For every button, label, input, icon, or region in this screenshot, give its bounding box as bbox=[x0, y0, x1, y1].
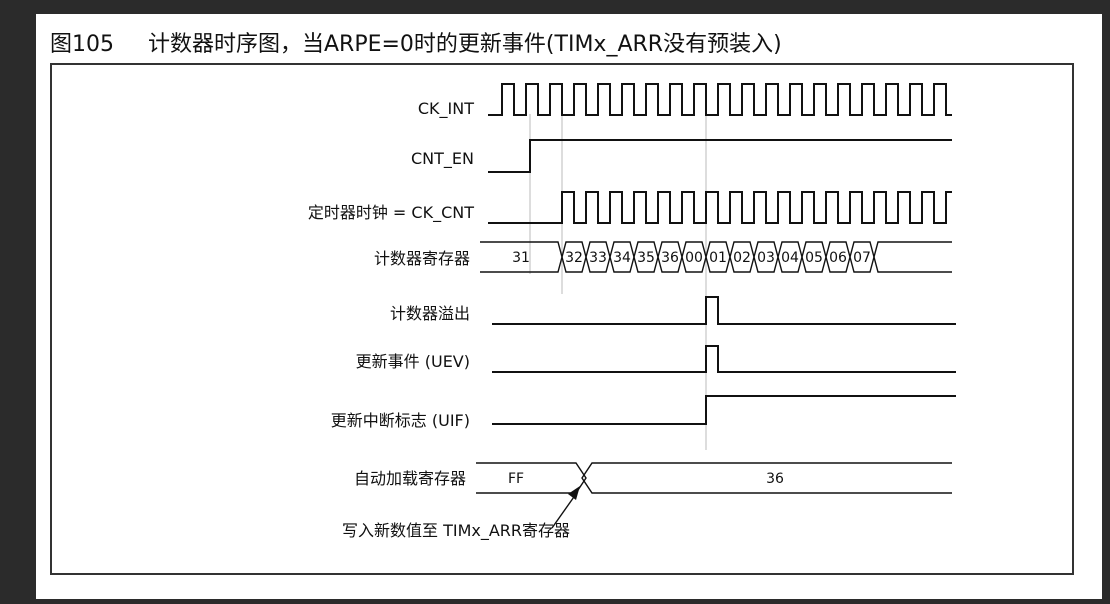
counter-value: 01 bbox=[709, 250, 727, 266]
counter-value: 31 bbox=[512, 250, 530, 266]
signal-label-ck-int: CK_INT bbox=[418, 99, 474, 119]
counter-value: 03 bbox=[757, 250, 775, 266]
figure-number: 图105 bbox=[50, 32, 114, 57]
auto-reload-value-36: 36 bbox=[766, 471, 784, 487]
counter-value: 07 bbox=[853, 250, 871, 266]
signal-label-update-event: 更新事件 (UEV) bbox=[356, 352, 470, 371]
annotation-write-arr: 写入新数值至 TIMx_ARR寄存器 bbox=[342, 521, 570, 541]
auto-reload-register-bus: FF 36 bbox=[476, 462, 952, 494]
counter-cell-partial bbox=[873, 241, 952, 273]
counter-value: 33 bbox=[589, 250, 607, 266]
counter-value: 34 bbox=[613, 250, 631, 266]
counter-value: 32 bbox=[565, 250, 583, 266]
counter-value: 36 bbox=[661, 250, 679, 266]
waveform-update-interrupt-flag bbox=[492, 395, 956, 425]
auto-reload-cell-ff bbox=[476, 462, 587, 494]
signal-label-counter-register: 计数器寄存器 bbox=[374, 249, 470, 268]
signal-label-counter-overflow: 计数器溢出 bbox=[390, 304, 470, 323]
signal-label-ck-cnt: 定时器时钟 = CK_CNT bbox=[308, 203, 474, 223]
auto-reload-cell-36 bbox=[581, 462, 952, 494]
annotation-arrow-head bbox=[568, 486, 580, 500]
waveform-update-event bbox=[492, 345, 956, 373]
signal-label-update-interrupt-flag: 更新中断标志 (UIF) bbox=[331, 411, 470, 430]
figure-caption: 计数器时序图，当ARPE=0时的更新事件(TIMx_ARR没有预装入) bbox=[148, 32, 782, 57]
top-strip bbox=[0, 0, 1110, 14]
auto-reload-value-ff: FF bbox=[508, 471, 524, 487]
figure-title: 图105 计数器时序图，当ARPE=0时的更新事件(TIMx_ARR没有预装入) bbox=[50, 26, 782, 58]
signal-label-auto-reload-register: 自动加载寄存器 bbox=[354, 469, 466, 488]
counter-value: 00 bbox=[685, 250, 703, 266]
waveform-cnt-en bbox=[488, 139, 952, 173]
counter-value: 02 bbox=[733, 250, 751, 266]
timing-diagram-frame bbox=[50, 63, 1074, 575]
counter-value: 04 bbox=[781, 250, 799, 266]
counter-value: 35 bbox=[637, 250, 655, 266]
waveform-ck-cnt bbox=[488, 191, 952, 224]
counter-value: 05 bbox=[805, 250, 823, 266]
counter-register-bus: 31 32 33 34 35 36 00 01 02 03 04 05 06 07 bbox=[480, 241, 952, 273]
waveform-ck-int bbox=[488, 83, 952, 116]
timing-diagram: CK_INT CNT_EN 定时器时钟 = CK_CNT 计数器寄存器 计数器溢… bbox=[308, 83, 956, 541]
waveform-counter-overflow bbox=[492, 296, 956, 325]
counter-value: 06 bbox=[829, 250, 847, 266]
annotation-arrow-line bbox=[551, 493, 577, 529]
signal-label-cnt-en: CNT_EN bbox=[411, 149, 474, 169]
